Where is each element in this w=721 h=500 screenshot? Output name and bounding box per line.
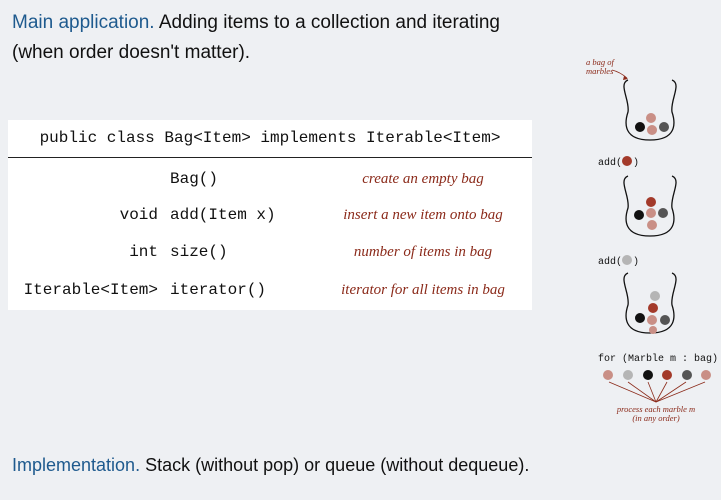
marble-icon bbox=[603, 370, 613, 380]
api-signature: Bag() bbox=[170, 170, 219, 188]
api-signature: add(Item x) bbox=[170, 206, 276, 224]
api-description: insert a new item onto bag bbox=[343, 207, 503, 223]
marble-icon bbox=[649, 326, 657, 334]
marble-icon bbox=[647, 125, 657, 135]
marble-icon bbox=[659, 122, 669, 132]
add-call-label: add( bbox=[598, 256, 622, 268]
marble-icon bbox=[635, 122, 645, 132]
intro-title: Main application. bbox=[12, 12, 155, 33]
api-row-size: int size() number of items in bag bbox=[8, 233, 532, 271]
api-return-type: int bbox=[129, 243, 158, 261]
add-close-paren: ) bbox=[633, 157, 639, 169]
api-signature: size() bbox=[170, 243, 228, 261]
marble-icon bbox=[662, 370, 672, 380]
bag-icon bbox=[623, 79, 677, 141]
for-loop-label: for (Marble m : bag) bbox=[598, 353, 718, 365]
bag-marbles-figure: a bag of marbles add( ) add( ) for (Marb… bbox=[586, 57, 718, 423]
implementation-title: Implementation. bbox=[12, 455, 141, 475]
api-return-type: void bbox=[119, 206, 158, 224]
process-label-line1: process each marble m bbox=[616, 404, 695, 414]
marble-icon bbox=[658, 208, 668, 218]
api-description: number of items in bag bbox=[353, 244, 493, 260]
marble-icon bbox=[650, 291, 660, 301]
marble-icon bbox=[622, 156, 632, 166]
implementation-text: Implementation. Stack (without pop) or q… bbox=[12, 455, 529, 476]
process-label-line2: (in any order) bbox=[632, 413, 680, 423]
marble-icon bbox=[646, 208, 656, 218]
bag-label-arrow bbox=[611, 69, 628, 79]
bag-icon bbox=[623, 175, 677, 237]
intro-text: Main application. Adding items to a coll… bbox=[12, 8, 572, 68]
marble-icon bbox=[646, 197, 656, 207]
api-row-iterator: Iterable<Item> iterator() iterator for a… bbox=[8, 271, 532, 309]
marble-icon bbox=[622, 255, 632, 265]
intro-line1: Adding items to a collection and iterati… bbox=[158, 12, 500, 33]
marble-icon bbox=[682, 370, 692, 380]
api-table: public class Bag<Item> implements Iterab… bbox=[8, 120, 532, 310]
process-arrows bbox=[608, 381, 706, 403]
marble-icon bbox=[660, 315, 670, 325]
marble-icon bbox=[623, 370, 633, 380]
api-row-add: void add(Item x) insert a new item onto … bbox=[8, 196, 532, 234]
bag-label-arrowhead bbox=[623, 76, 628, 80]
marble-icon bbox=[634, 210, 644, 220]
marble-icon bbox=[643, 370, 653, 380]
marble-icon bbox=[635, 313, 645, 323]
marble-icon bbox=[646, 113, 656, 123]
api-header: public class Bag<Item> implements Iterab… bbox=[39, 129, 501, 147]
marble-icon bbox=[647, 315, 657, 325]
api-description: create an empty bag bbox=[362, 171, 484, 187]
api-row-constructor: Bag() create an empty bag bbox=[8, 160, 532, 198]
implementation-body: Stack (without pop) or queue (without de… bbox=[145, 455, 530, 475]
api-divider bbox=[8, 157, 532, 158]
api-return-type: Iterable<Item> bbox=[23, 281, 158, 299]
marble-icon bbox=[648, 303, 658, 313]
add-close-paren: ) bbox=[633, 256, 639, 268]
bag-icon bbox=[623, 272, 677, 334]
bag-label-line2: marbles bbox=[586, 66, 614, 76]
add-call-label: add( bbox=[598, 157, 622, 169]
intro-line2: (when order doesn't matter). bbox=[12, 42, 251, 63]
api-signature: iterator() bbox=[170, 281, 267, 299]
marble-icon bbox=[647, 220, 657, 230]
bag-label-line1: a bag of bbox=[586, 57, 616, 67]
api-description: iterator for all items in bag bbox=[341, 282, 505, 298]
marble-icon bbox=[701, 370, 711, 380]
